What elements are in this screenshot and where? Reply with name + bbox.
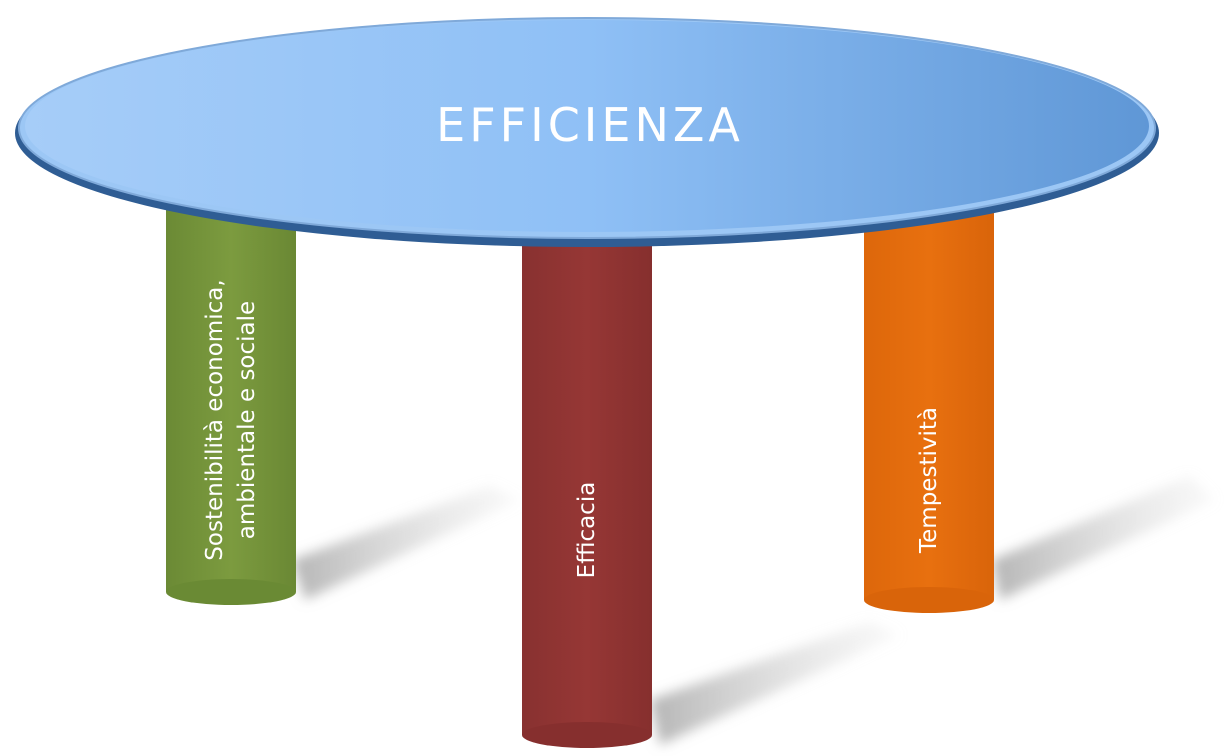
pillar-label-line: Efficacia: [573, 481, 600, 579]
tabletop-title: EFFICIENZA: [436, 98, 744, 152]
pillar-label-efficacy: Efficacia: [562, 405, 612, 655]
pillar-shadow: [650, 622, 900, 745]
pillar-label-line: Sostenibilità economica,: [201, 279, 228, 561]
pillar-shadow: [292, 486, 520, 600]
pillar-timeliness: [864, 200, 994, 613]
pillar-label-line: Tempestività: [915, 407, 942, 553]
pillar-label-timeliness: Tempestività: [904, 355, 954, 605]
tabletop: [15, 17, 1159, 247]
pillar-label-sustainability: Sostenibilità economica, ambientale e so…: [186, 245, 276, 595]
pillar-shadow: [992, 476, 1215, 600]
pillar-sustainability: [166, 200, 296, 605]
pillar-label-line: ambientale e sociale: [234, 300, 260, 540]
pillar-efficacy: [522, 220, 652, 748]
